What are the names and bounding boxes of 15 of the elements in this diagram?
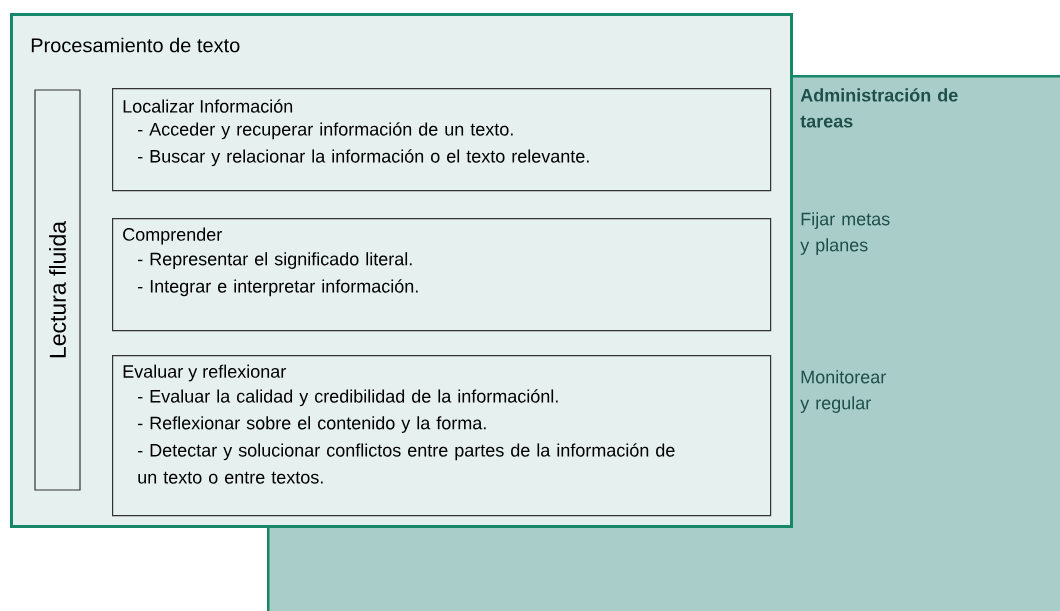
- panel-title: Procesamiento de texto: [31, 37, 240, 53]
- bullet-text: - Integrar e interpretar información.: [138, 279, 418, 297]
- bullet-text: - Acceder y recuperar información de un texto.: [138, 122, 513, 140]
- panel-text: Administración de tareas: [800, 88, 958, 128]
- bullet-text: - Representar el significado literal.: [138, 252, 412, 269]
- box-heading: Evaluar y reflexionar: [123, 364, 286, 382]
- bullet-text: - Evaluar la calidad y credibilidad de la informaciónl.: [138, 389, 558, 407]
- bullet-text: - Detectar y solucionar conflictos entre partes de la información de un texto o entre textos.: [138, 443, 675, 484]
- vertical-label-box: Lectura fluida: [34, 89, 81, 491]
- bullet-text: - Buscar y relacionar la información o el texto relevante.: [138, 149, 589, 167]
- panel-text: Monitorear y regular: [800, 370, 886, 413]
- box-heading: Comprender: [123, 227, 222, 245]
- bullet-text: - Reflexionar sobre el contenido y la forma.: [138, 416, 486, 433]
- box-heading: Localizar Información: [123, 99, 293, 113]
- panel-text: Fijar metas y planes: [800, 212, 890, 255]
